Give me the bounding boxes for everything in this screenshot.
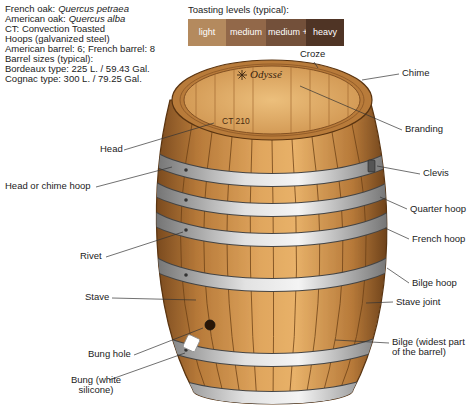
legend-heading: Toasting levels (typical): [188, 5, 289, 15]
note-text: French oak: [5, 4, 55, 14]
part-label: Quarter hoop [410, 204, 466, 214]
toast-swatch: medium [226, 19, 266, 46]
part-label: Bung hole [88, 349, 131, 359]
part-label: Branding [405, 124, 443, 134]
head-boards [196, 60, 348, 140]
toast-swatch: light [188, 19, 226, 46]
part-label: Head [100, 144, 123, 154]
clevis [368, 160, 375, 172]
part-label: Stave [85, 292, 109, 302]
part-label: Bilge hoop [412, 278, 457, 288]
logo-star [237, 70, 247, 80]
note-text: Bordeaux type: 225 L. / 59.43 Gal. [5, 64, 150, 74]
part-label: Bilge (widest part of the barrel) [392, 337, 468, 358]
swatch-text: medium + [268, 28, 308, 38]
part-label: Clevis [423, 168, 449, 178]
species-name: Quercus alba [69, 14, 126, 24]
part-label: Chime [402, 68, 429, 78]
bung [183, 334, 201, 352]
note-text: American oak: [5, 14, 66, 24]
part-label: Croze [300, 49, 325, 59]
part-label: Head or chime hoop [5, 181, 91, 191]
hoops [139, 140, 405, 398]
toast-swatch: medium + [266, 19, 310, 46]
part-label: French hoop [412, 234, 465, 244]
swatch-text: light [199, 28, 216, 38]
swatch-text: medium [230, 28, 262, 38]
note-text: Cognac type: 300 L. / 79.25 Gal. [5, 74, 142, 84]
note-text: Barrel sizes (typical): [5, 54, 93, 64]
part-label: Stave joint [396, 297, 440, 307]
barrel-head-rim [172, 60, 372, 140]
part-label: Bung (white silicone) [55, 375, 137, 396]
bung-hole [205, 320, 215, 330]
rivets [184, 168, 188, 352]
part-label: Rivet [80, 251, 102, 261]
brand-logo: Odyssé [250, 68, 282, 80]
leader-lines [96, 62, 420, 380]
note-text: Hoops (galvanized steel) [5, 34, 110, 44]
swatch-text: heavy [313, 28, 337, 38]
note-text: American barrel: 6; French barrel: 8 [5, 44, 155, 54]
toast-swatch: heavy [306, 19, 344, 46]
species-name: Quercus petraea [58, 4, 129, 14]
note-text: CT: Convection Toasted [5, 24, 105, 34]
brand-mark: CT 210 [222, 117, 250, 126]
